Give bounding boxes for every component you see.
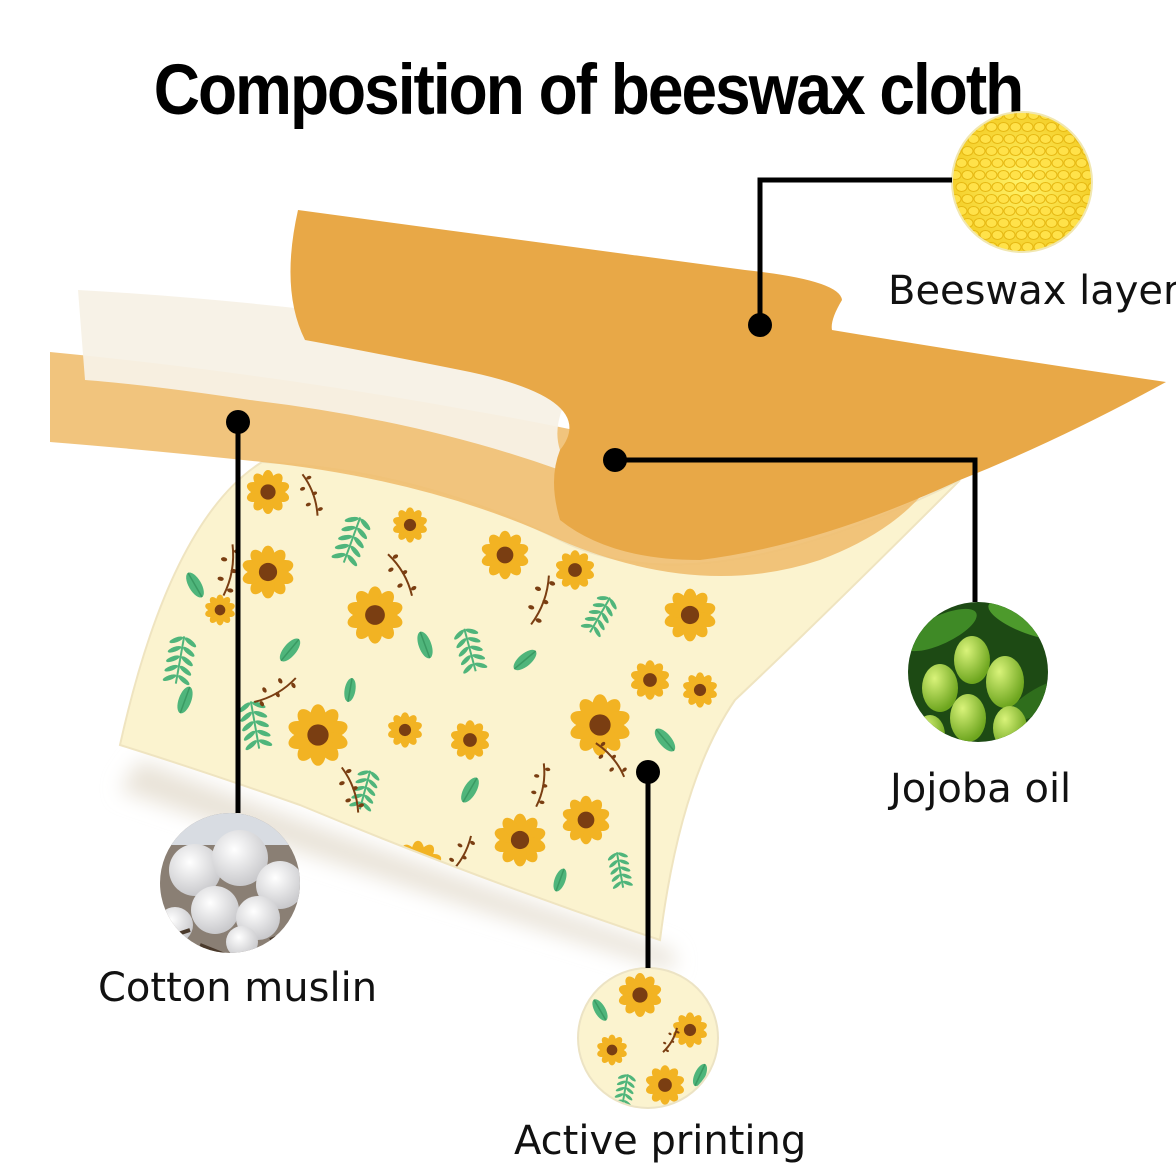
leaf-motif bbox=[513, 649, 537, 671]
white-layer-sheet bbox=[78, 290, 940, 500]
sunflower-motif bbox=[618, 973, 662, 1017]
jojoba-oil-label: Jojoba oil bbox=[890, 766, 1072, 812]
fern-motif bbox=[454, 628, 488, 674]
sunflower-motif bbox=[646, 1065, 684, 1105]
sunflower-motif bbox=[288, 704, 348, 766]
berry-sprig-motif bbox=[387, 553, 417, 597]
berry-sprig-motif bbox=[531, 763, 551, 808]
sunflower-motif bbox=[347, 586, 403, 644]
sunflower-motif bbox=[562, 795, 610, 845]
sunflower-motif bbox=[246, 470, 290, 514]
leaf-motif bbox=[553, 868, 567, 892]
fern-motif bbox=[238, 701, 273, 751]
cotton-dot bbox=[226, 410, 250, 434]
sunflower-motif bbox=[388, 712, 422, 748]
leaf-motif bbox=[177, 686, 193, 714]
beeswax-layer-sheet bbox=[290, 210, 1167, 560]
berry-sprig-motif bbox=[528, 575, 556, 626]
jojoba-leader bbox=[615, 457, 978, 602]
fabric-shadow bbox=[120, 760, 676, 968]
fern-motif bbox=[331, 516, 371, 567]
fabric-edge bbox=[118, 460, 961, 942]
beeswax-dot bbox=[748, 313, 772, 337]
beeswax-layer-label: Beeswax layer bbox=[888, 268, 1176, 314]
jojoba-inset bbox=[908, 602, 1048, 742]
fern-motif bbox=[607, 852, 633, 889]
printing-dot bbox=[636, 760, 660, 784]
sunflower-motif bbox=[451, 720, 489, 760]
sunflower-motif bbox=[556, 550, 594, 590]
berry-sprig-motif bbox=[253, 677, 297, 707]
page-title: Composition of beeswax cloth bbox=[153, 49, 1025, 130]
leader-dots bbox=[226, 313, 772, 784]
leaf-motif bbox=[417, 631, 433, 659]
beeswax-leader bbox=[757, 177, 952, 325]
leaf-motif bbox=[279, 638, 301, 662]
fern-motif bbox=[162, 636, 197, 686]
cotton-muslin-label: Cotton muslin bbox=[98, 965, 378, 1011]
leaf-motif bbox=[186, 572, 204, 598]
berry-sprig-motif bbox=[217, 544, 241, 597]
berry-sprig-motif bbox=[595, 741, 627, 778]
sunflower-motif bbox=[481, 530, 529, 580]
leaf-motif bbox=[344, 678, 356, 702]
leaf-motif bbox=[692, 1063, 708, 1087]
sunflower-motif bbox=[631, 660, 669, 700]
sunflower-motif bbox=[242, 545, 294, 599]
leaf-motif bbox=[461, 777, 479, 803]
leader-lines bbox=[235, 177, 978, 968]
leaf-motif bbox=[654, 728, 676, 752]
active-printing-label: Active printing bbox=[514, 1118, 807, 1164]
beeswax-inset bbox=[951, 111, 1093, 253]
berry-sprig-motif bbox=[339, 766, 364, 813]
fern-motif bbox=[349, 770, 380, 812]
sunflower-motif bbox=[664, 588, 716, 642]
printing-inset bbox=[577, 967, 719, 1109]
sunflower-motif bbox=[393, 507, 427, 543]
berry-sprig-motif bbox=[300, 473, 323, 516]
sunflower-motif bbox=[597, 1034, 627, 1066]
sunflower-motif bbox=[683, 672, 717, 708]
leaf-motif bbox=[592, 999, 608, 1021]
jojoba-dot bbox=[603, 448, 627, 472]
fern-motif bbox=[580, 596, 617, 638]
sunflower-motif bbox=[494, 813, 546, 867]
berry-sprig-motif bbox=[662, 1027, 680, 1053]
sunflower-motif bbox=[205, 594, 235, 626]
